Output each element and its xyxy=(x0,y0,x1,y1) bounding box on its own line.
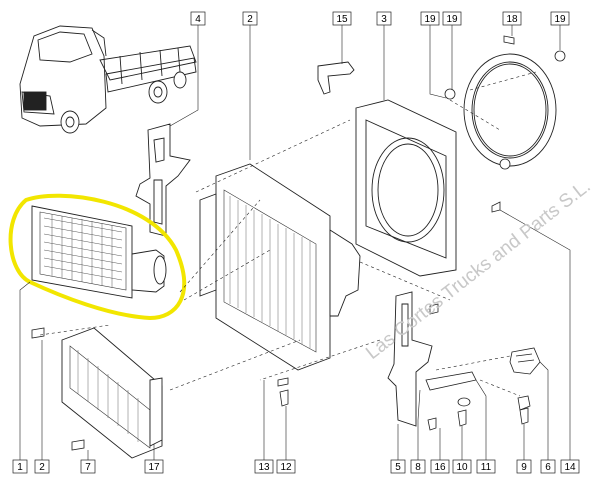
label-part-9: 9 xyxy=(521,462,527,473)
small-parts-right xyxy=(425,303,541,431)
small-bolts-left xyxy=(31,327,289,451)
condenser-part-17 xyxy=(61,327,163,459)
assembly-lines xyxy=(39,71,537,397)
label-part-7: 7 xyxy=(85,462,91,473)
label-part-8: 8 xyxy=(415,462,421,473)
highlight-outline xyxy=(8,193,187,321)
intercooler-part-1 xyxy=(8,193,187,321)
label-part-16: 16 xyxy=(434,462,446,473)
label-part-4: 4 xyxy=(195,14,201,25)
bracket-part-15 xyxy=(317,61,355,95)
label-part-5: 5 xyxy=(395,462,401,473)
label-part-14: 14 xyxy=(564,462,576,473)
label-part-10: 10 xyxy=(456,462,468,473)
fan-shroud-part-3 xyxy=(355,99,457,277)
leader-lines xyxy=(19,25,571,460)
label-part-19-a: 19 xyxy=(424,14,436,25)
label-part-15: 15 xyxy=(336,14,348,25)
label-part-19-c: 19 xyxy=(554,14,566,25)
label-part-6: 6 xyxy=(545,462,551,473)
label-part-17: 17 xyxy=(148,462,160,473)
label-part-1: 1 xyxy=(17,462,23,473)
bottom-labels: 1 2 7 17 13 12 5 8 16 10 11 9 6 14 xyxy=(12,459,580,474)
label-part-18: 18 xyxy=(506,14,518,25)
top-labels: 4 2 15 3 19 19 18 19 xyxy=(190,11,570,26)
fan-ring xyxy=(463,53,557,167)
label-part-12: 12 xyxy=(280,462,292,473)
label-part-11: 11 xyxy=(481,462,492,473)
truck-icon xyxy=(19,25,197,134)
fasteners-top xyxy=(444,35,566,213)
bracket-part-5 xyxy=(387,291,433,427)
label-part-2-bottom: 2 xyxy=(39,462,45,473)
label-part-2: 2 xyxy=(247,14,253,25)
radiator-part-2 xyxy=(199,163,361,371)
label-part-3: 3 xyxy=(381,14,387,25)
label-part-13: 13 xyxy=(258,462,270,473)
label-part-19-b: 19 xyxy=(446,14,458,25)
